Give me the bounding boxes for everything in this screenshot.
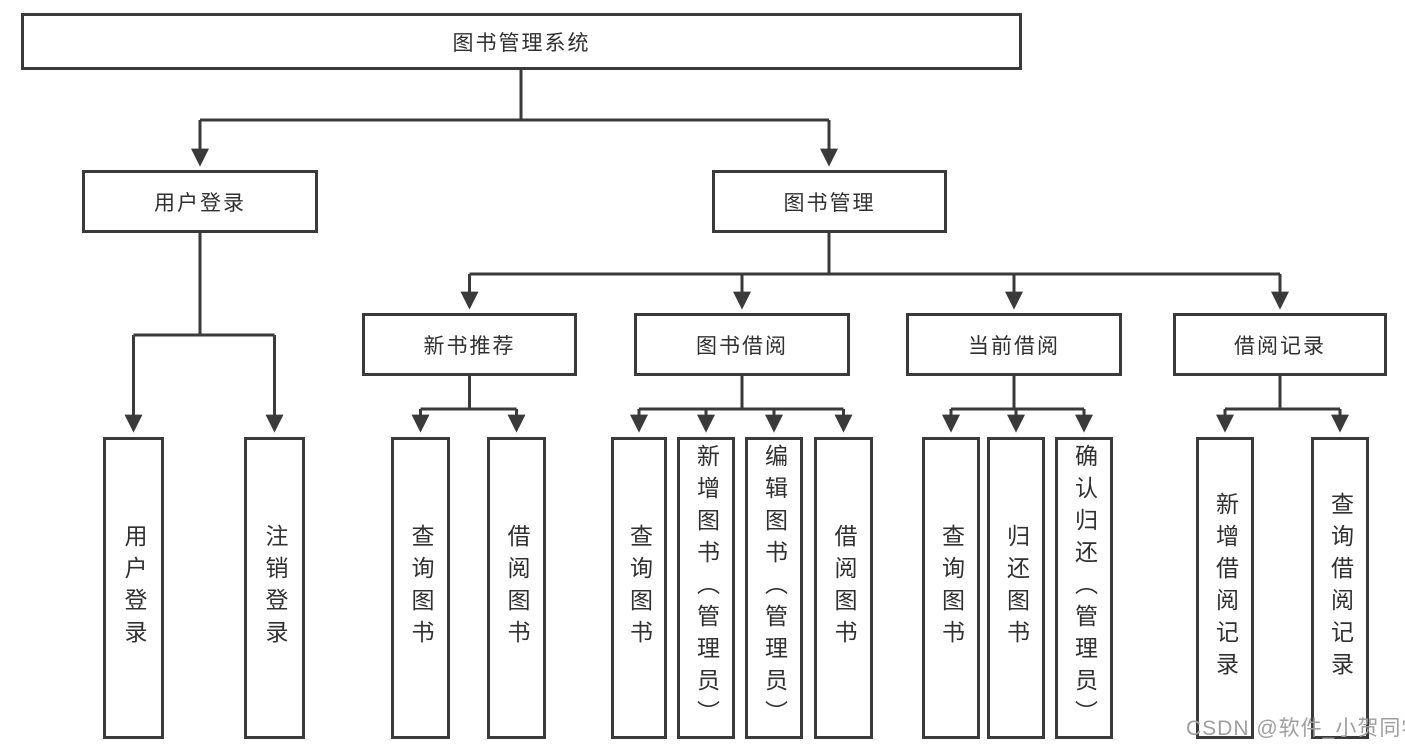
leaf-user-login-label: 用户登录 [121,524,147,652]
leaf-borrow-books-2-label: 借阅图书 [831,524,857,652]
leaf-edit-books-admin: 编辑图书（管理员） [745,437,803,739]
node-library-system: 图书管理系统 [21,13,1022,70]
node-user-login-branch: 用户登录 [82,170,318,233]
leaf-add-borrow-record: 新增借阅记录 [1196,437,1254,739]
leaf-query-books-3-label: 查询图书 [938,524,965,652]
leaf-borrow-books-2: 借阅图书 [814,437,873,739]
node-new-book-recommend: 新书推荐 [362,313,577,376]
leaf-confirm-return-admin: 确认归还（管理员） [1055,437,1113,739]
leaf-query-books-2-label: 查询图书 [626,524,653,652]
node-borrow-records: 借阅记录 [1173,313,1387,376]
leaf-user-login: 用户登录 [103,437,164,739]
leaf-return-books: 归还图书 [987,437,1045,739]
leaf-borrow-books-1-label: 借阅图书 [504,524,530,652]
node-book-borrowing: 图书借阅 [634,313,850,376]
csdn-watermark: CSDN @软件_小贺同学 [1186,717,1405,740]
leaf-query-books-1-label: 查询图书 [408,524,434,652]
node-new-book-recommend-label: 新书推荐 [423,334,516,358]
node-book-management: 图书管理 [712,170,947,233]
leaf-add-borrow-record-label: 新增借阅记录 [1212,492,1239,684]
leaf-borrow-books-1: 借阅图书 [487,437,546,739]
node-user-login-branch-label: 用户登录 [154,191,246,215]
leaf-query-books-3: 查询图书 [922,437,980,739]
node-book-borrowing-label: 图书借阅 [696,334,788,358]
node-book-management-label: 图书管理 [783,191,876,215]
leaf-add-books-admin: 新增图书（管理员） [677,437,735,739]
node-borrow-records-label: 借阅记录 [1234,334,1326,358]
leaf-confirm-return-admin-label: 确认归还（管理员） [1071,444,1098,732]
leaf-add-books-admin-label: 新增图书（管理员） [693,444,720,732]
leaf-return-books-label: 归还图书 [1003,524,1030,652]
leaf-query-books-2: 查询图书 [611,437,667,739]
leaf-edit-books-admin-label: 编辑图书（管理员） [761,444,788,732]
node-current-borrowing: 当前借阅 [906,313,1122,376]
node-library-system-label: 图书管理系统 [452,31,591,55]
leaf-query-books-1: 查询图书 [391,437,450,739]
leaf-logout-label: 注销登录 [262,524,288,652]
leaf-query-borrow-record-label: 查询借阅记录 [1327,492,1354,684]
leaf-query-borrow-record: 查询借阅记录 [1311,437,1369,739]
node-current-borrowing-label: 当前借阅 [968,334,1060,358]
leaf-logout: 注销登录 [244,437,305,739]
